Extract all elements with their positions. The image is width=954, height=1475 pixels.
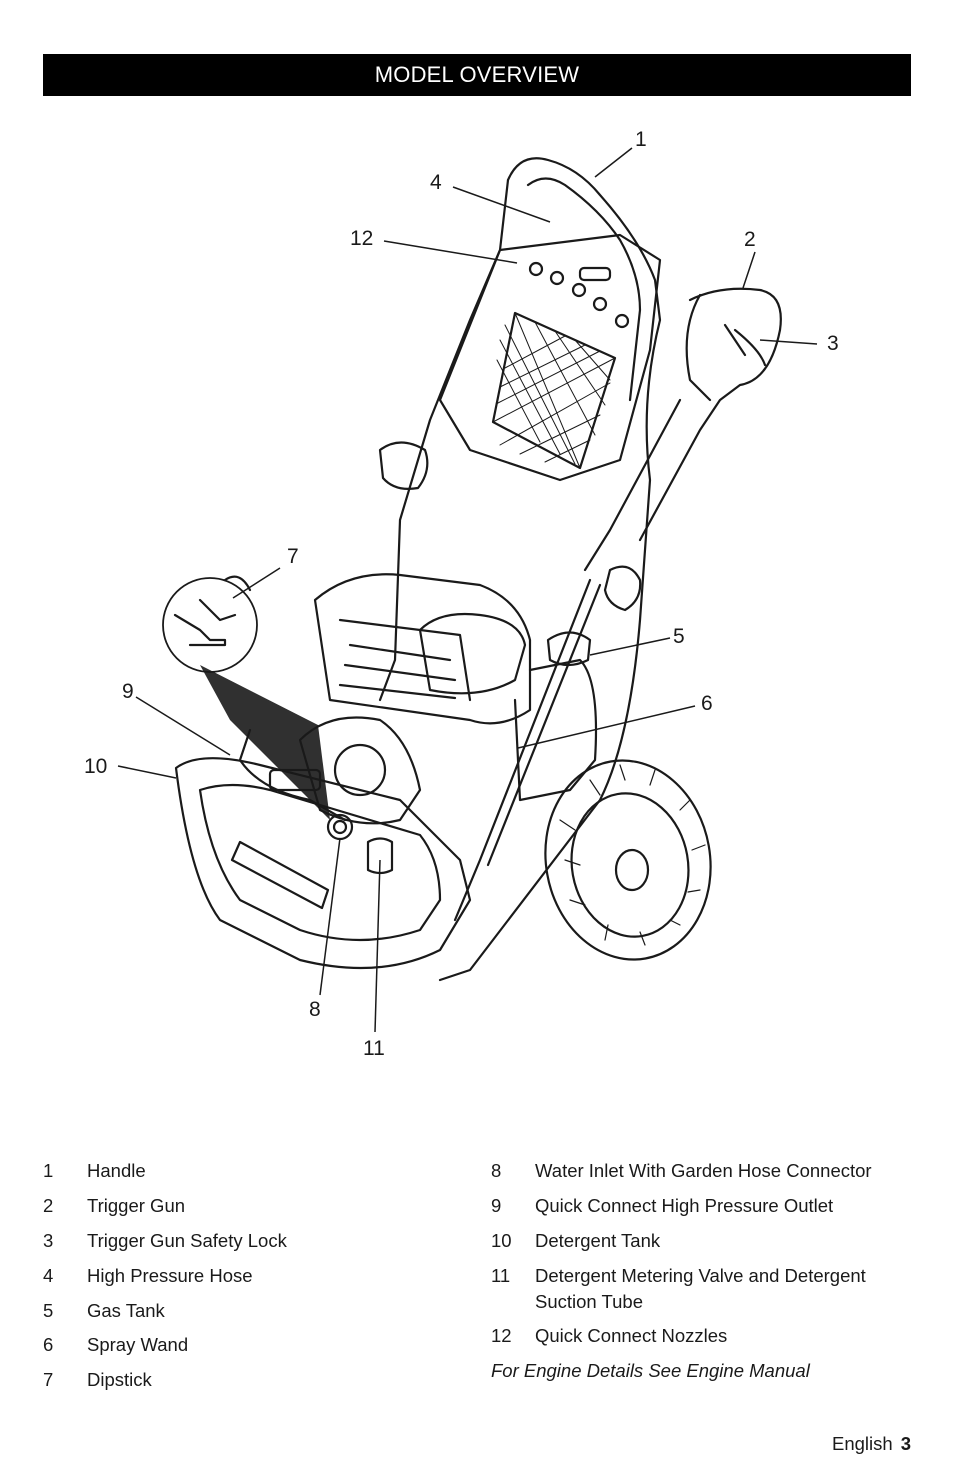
legend-label: High Pressure Hose [87, 1264, 253, 1286]
legend-number: 6 [43, 1334, 54, 1356]
pressure-washer-diagram: 1 2 3 4 5 6 7 8 9 10 11 12 [84, 128, 839, 1060]
legend-item: 7 Dipstick [43, 1367, 463, 1393]
legend-number: 1 [43, 1160, 54, 1181]
callout-5: 5 [673, 625, 685, 648]
callout-10: 10 [84, 755, 107, 778]
callout-8: 8 [309, 998, 321, 1021]
callout-7: 7 [287, 545, 299, 568]
engine-note: For Engine Details See Engine Manual [491, 1360, 810, 1382]
detergent-valve [366, 837, 394, 875]
legend-number: 4 [43, 1264, 54, 1286]
pump [298, 716, 422, 825]
callout-4: 4 [430, 171, 442, 194]
legend-label: Handle [87, 1160, 146, 1181]
legend-number: 7 [43, 1369, 54, 1391]
callout-1: 1 [635, 128, 647, 151]
legend-item: 1 Handle [43, 1158, 463, 1184]
legend-item: 2 Trigger Gun [43, 1193, 463, 1219]
detergent-tank [174, 757, 472, 970]
legend-item: 9 Quick Connect High Pressure Outlet [491, 1193, 911, 1219]
legend-label: Detergent Tank [535, 1229, 661, 1251]
legend-number: 5 [43, 1299, 54, 1321]
legend-number: 3 [43, 1229, 54, 1251]
legend-item: 5 Gas Tank [43, 1298, 463, 1324]
legend-number: 9 [491, 1194, 502, 1216]
legend-label: Water Inlet With Garden Hose Connector [535, 1160, 872, 1181]
page-footer: English 3 [832, 1433, 911, 1455]
page-title: MODEL OVERVIEW [43, 54, 911, 96]
legend-number: 8 [491, 1160, 502, 1181]
legend-number: 12 [491, 1325, 512, 1347]
legend-item: 6 Spray Wand [43, 1332, 463, 1358]
legend-item: 8 Water Inlet With Garden Hose Connector [491, 1158, 911, 1184]
control-panel [438, 233, 662, 482]
handle-frame [438, 157, 662, 982]
legend-label: Trigger Gun Safety Lock [87, 1229, 287, 1251]
legend-item: 4 High Pressure Hose [43, 1263, 463, 1289]
quick-connect-nozzles-icon [528, 261, 630, 329]
legend-label: Gas Tank [87, 1299, 165, 1321]
callout-9: 9 [122, 680, 134, 703]
legend-number: 2 [43, 1194, 54, 1216]
legend-number: 10 [491, 1229, 512, 1251]
callout-11: 11 [363, 1037, 385, 1060]
legend-item: 10 Detergent Tank [491, 1228, 911, 1254]
callout-3: 3 [827, 332, 839, 355]
legend-label: Dipstick [87, 1369, 152, 1391]
legend-label: Spray Wand [87, 1334, 189, 1356]
dipstick-inset [162, 575, 330, 820]
footer-language: English [832, 1433, 893, 1454]
gas-tank-cap [546, 631, 592, 667]
page-number: 3 [900, 1433, 911, 1454]
legend-label: Detergent Metering Valve and Detergent S… [535, 1264, 866, 1312]
legend-left: 1 Handle 2 Trigger Gun 3 Trigger Gun Safety… [43, 1158, 463, 1402]
legend-item: 3 Trigger Gun Safety Lock [43, 1228, 463, 1254]
legend-item: 11 Detergent Metering Valve and Detergent… [491, 1263, 911, 1315]
legend-label: Trigger Gun [87, 1194, 186, 1216]
callout-6: 6 [701, 692, 713, 715]
legend-label: Quick Connect Nozzles [535, 1325, 728, 1347]
trigger-gun [638, 287, 782, 542]
callout-12: 12 [350, 227, 373, 250]
spray-knob [603, 565, 642, 612]
engine-block [313, 573, 532, 725]
spray-wand [453, 578, 592, 922]
wheel [544, 759, 712, 961]
legend-label: Quick Connect High Pressure Outlet [535, 1194, 834, 1216]
legend-item: 12 Quick Connect Nozzles [491, 1323, 911, 1349]
callout-2: 2 [744, 228, 756, 251]
legend-number: 11 [491, 1264, 511, 1286]
